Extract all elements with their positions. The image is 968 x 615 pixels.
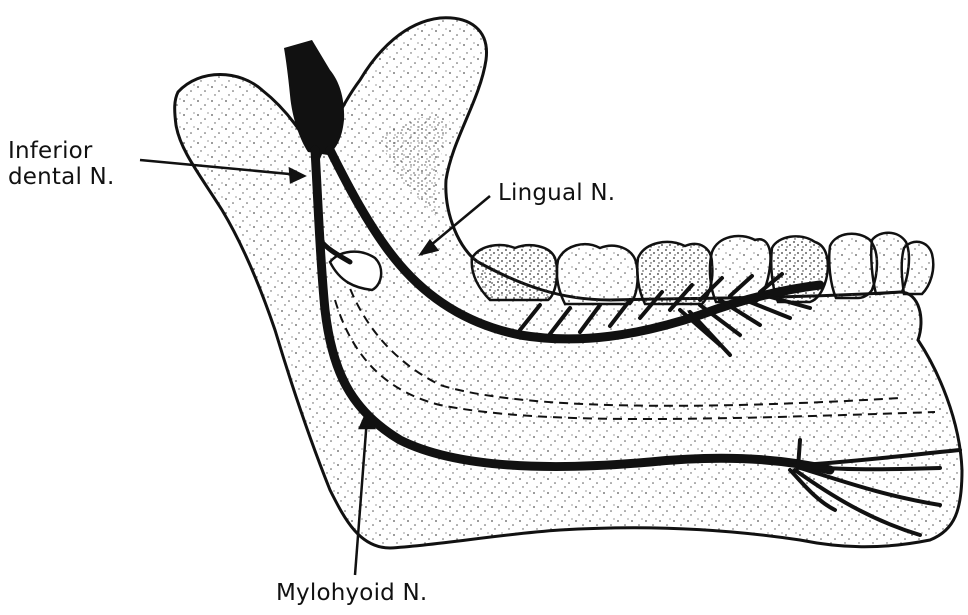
tooth-molar-3 xyxy=(637,242,712,304)
label-inferior-dental-line2: dental N. xyxy=(8,164,114,190)
teeth xyxy=(472,233,934,304)
tooth-canine xyxy=(829,234,877,298)
tooth-incisor-2 xyxy=(902,242,934,294)
label-mylohyoid-nerve: Mylohyoid N. xyxy=(276,580,427,606)
label-inferior-dental-nerve: Inferior dental N. xyxy=(8,138,114,191)
label-inferior-dental-line1: Inferior xyxy=(8,138,114,164)
tooth-molar-2 xyxy=(557,244,638,304)
tooth-molar-1 xyxy=(472,245,557,300)
label-lingual-nerve: Lingual N. xyxy=(498,180,615,206)
